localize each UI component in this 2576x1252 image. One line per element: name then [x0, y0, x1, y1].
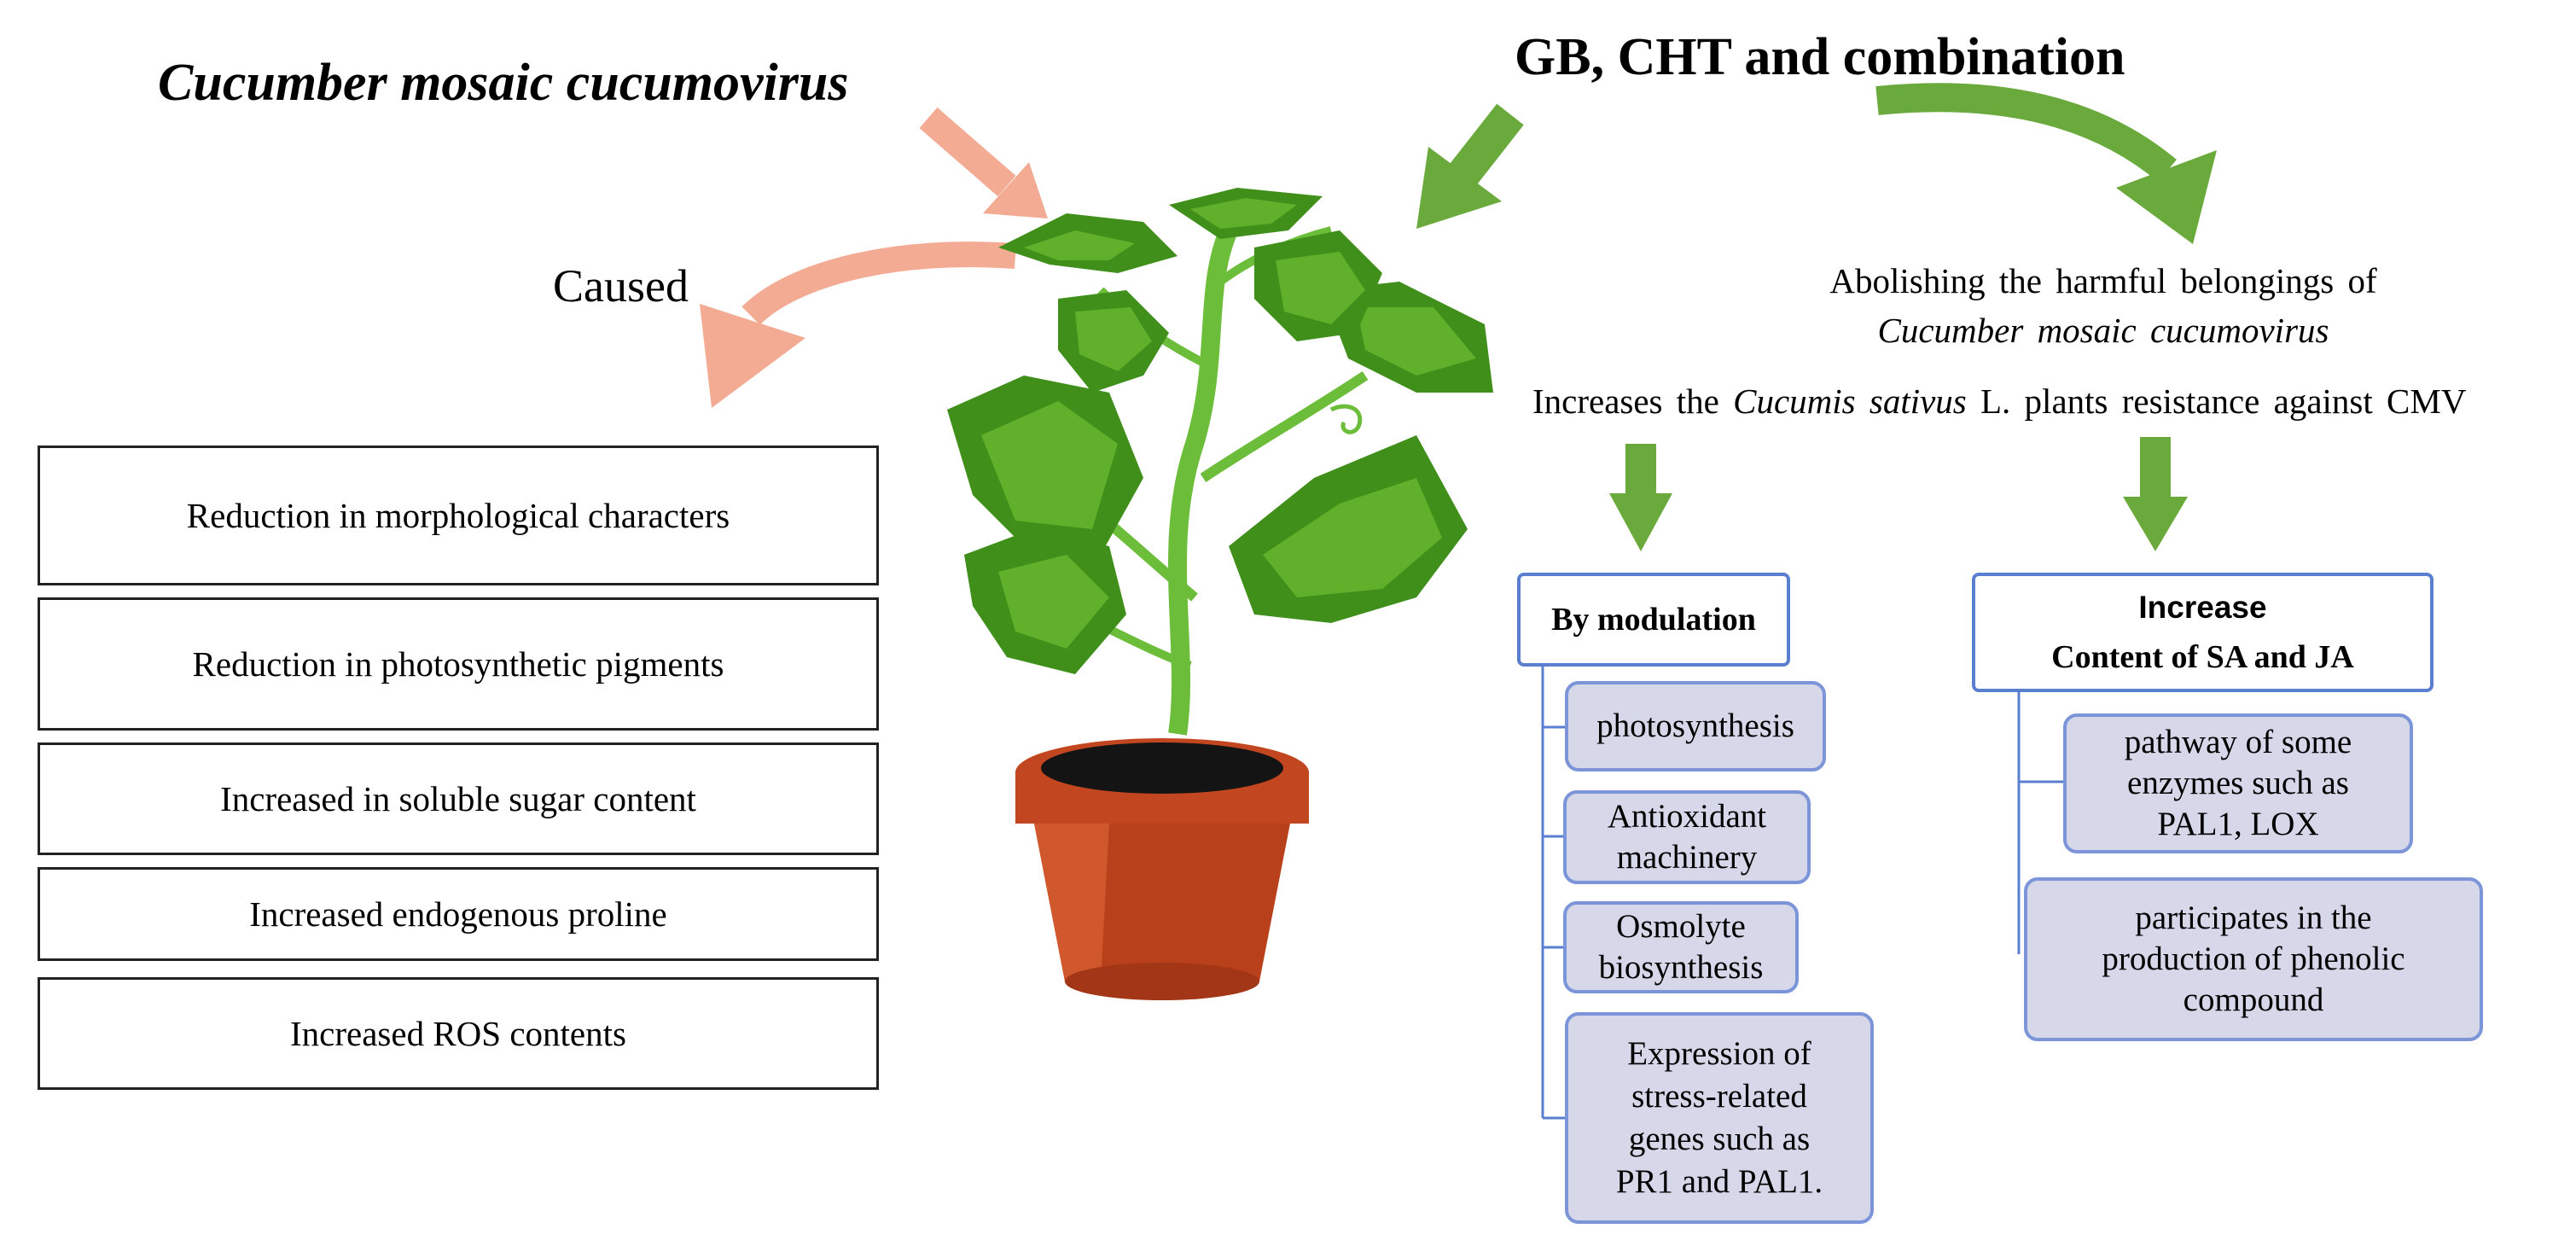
cucumber-plant-icon [947, 188, 1493, 1000]
treatment-to-plant-arrow [1416, 103, 1524, 229]
modulation-item-text: machinery [1616, 839, 1758, 876]
increase-item-phenolic: participates in the production of phenol… [2024, 877, 2483, 1041]
caused-arrow [700, 242, 1017, 408]
modulation-item-text: Expression of [1627, 1035, 1811, 1072]
modulation-item-text: photosynthesis [1596, 708, 1794, 744]
virus-to-plant-arrow [919, 107, 1048, 218]
modulation-bracket [1541, 667, 1567, 1120]
species-name: Cucumis sativus [1733, 381, 1967, 421]
down-arrow-increase [2123, 437, 2188, 551]
effect-box-4: Increased endogenous proline [38, 867, 879, 961]
virus-title: Cucumber mosaic cucumovirus [158, 54, 849, 112]
caused-label: Caused [553, 260, 689, 312]
treatment-title: GB, CHT and combination [1515, 28, 2125, 86]
effect-box-2: Reduction in photosynthetic pigments [38, 597, 879, 731]
by-modulation-header: By modulation [1517, 573, 1790, 667]
effect-box-1: Reduction in morphological characters [38, 445, 879, 585]
increases-statement: Increases the Cucumis sativus L. plants … [1532, 381, 2466, 422]
modulation-item-antioxidant: Antioxidant machinery [1563, 790, 1811, 884]
by-modulation-label: By modulation [1551, 602, 1756, 638]
increase-item-text: compound [2183, 981, 2324, 1018]
abolish-text: Abolishing the harmful belongings of Cuc… [1613, 256, 2576, 355]
increases-suffix: L. plants resistance against CMV [1980, 381, 2467, 421]
increase-item-text: pathway of some [2124, 724, 2352, 760]
effect-box-3: Increased in soluble sugar content [38, 742, 879, 855]
increases-prefix: Increases the [1532, 381, 1719, 421]
effect-box-5: Increased ROS contents [38, 977, 879, 1090]
modulation-item-gene-expression: Expression of stress-related genes such … [1565, 1012, 1874, 1224]
modulation-item-photosynthesis: photosynthesis [1565, 681, 1826, 772]
modulation-item-text: genes such as [1628, 1121, 1811, 1157]
increase-item-text: production of phenolic [2102, 940, 2405, 977]
increase-bracket [2017, 692, 2065, 954]
increase-header: Increase Content of SA and JA [1972, 573, 2434, 692]
modulation-item-text: Antioxidant [1607, 798, 1767, 835]
down-arrow-modulation [1609, 444, 1672, 551]
increase-item-text: participates in the [2135, 900, 2372, 936]
modulation-item-text: Osmolyte [1616, 908, 1746, 945]
treatment-to-effects-arrow [1875, 83, 2217, 244]
increase-header-line-2: Content of SA and JA [2051, 639, 2354, 675]
modulation-item-text: PR1 and PAL1. [1615, 1163, 1823, 1200]
modulation-item-text: biosynthesis [1598, 949, 1764, 986]
increase-item-enzyme-pathway: pathway of some enzymes such as PAL1, LO… [2063, 713, 2413, 853]
modulation-item-text: stress-related [1631, 1078, 1807, 1115]
increase-item-text: PAL1, LOX [2157, 806, 2319, 842]
abolish-line-2: Cucumber mosaic cucumovirus [1877, 311, 2329, 350]
abolish-line-1: Abolishing the harmful belongings of [1829, 261, 2377, 300]
modulation-item-osmolyte: Osmolyte biosynthesis [1563, 901, 1799, 993]
increase-header-line-1: Increase [2138, 590, 2267, 625]
increase-item-text: enzymes such as [2127, 765, 2349, 801]
